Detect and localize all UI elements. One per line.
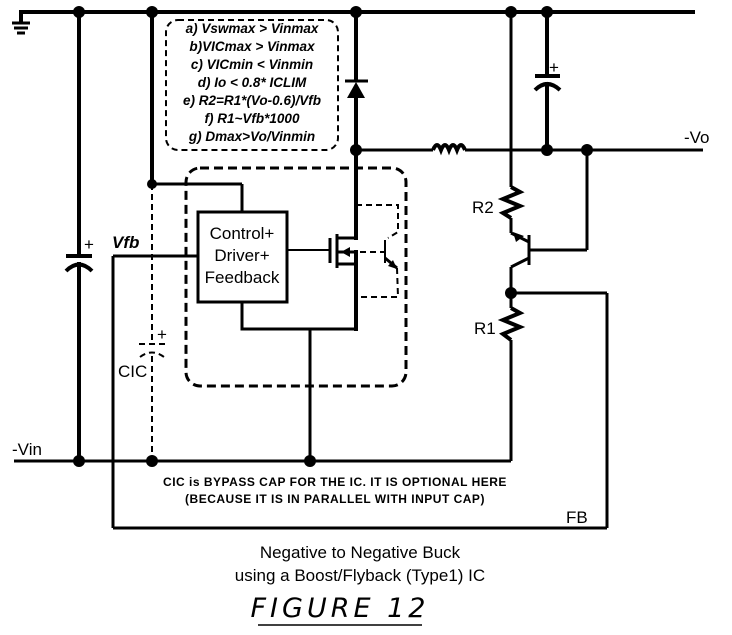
r1-resistor xyxy=(497,306,526,342)
inductor-icon xyxy=(431,143,467,156)
ic-package-outline xyxy=(184,166,408,388)
out-cap-plus-label: + xyxy=(549,58,559,77)
r1-label: R1 xyxy=(474,319,496,338)
junction-dot xyxy=(304,455,316,467)
junction-dot xyxy=(146,6,158,18)
condition-e: e) R2=R1*(Vo-0.6)/Vfb xyxy=(183,93,321,108)
condition-d: d) Io < 0.8* ICLIM xyxy=(198,75,307,90)
caption-line1: Negative to Negative Buck xyxy=(260,543,461,562)
cic-plus-label: + xyxy=(157,325,167,344)
junction-dot xyxy=(541,144,553,156)
control-driver-feedback-block xyxy=(196,210,289,304)
junction-dot xyxy=(350,6,362,18)
ic-block-line3: Feedback xyxy=(205,268,280,287)
junction-dot xyxy=(146,455,158,467)
junction-dot xyxy=(541,6,553,18)
junction-dot xyxy=(73,6,85,18)
ic-block-line1: Control+ xyxy=(210,224,275,243)
caption-line2: using a Boost/Flyback (Type1) IC xyxy=(235,566,485,585)
conditions-list: a) Vswmax > Vinmax b)VICmax > Vinmax c) … xyxy=(183,21,321,144)
vo-label: -Vo xyxy=(684,128,710,147)
junction-dot xyxy=(581,144,593,156)
junction-dots xyxy=(73,6,593,467)
condition-g: g) Dmax>Vo/Vinmin xyxy=(188,129,315,144)
junction-dot xyxy=(505,6,517,18)
r2-label: R2 xyxy=(472,198,494,217)
note-line1: CIC is BYPASS CAP FOR THE IC. IT IS OPTI… xyxy=(163,475,507,489)
condition-b: b)VICmax > Vinmax xyxy=(189,39,315,54)
vfb-label: Vfb xyxy=(112,233,139,252)
ic-block-line2: Driver+ xyxy=(214,246,269,265)
junction-dot xyxy=(350,144,362,156)
condition-a: a) Vswmax > Vinmax xyxy=(186,21,319,36)
fb-label: FB xyxy=(566,508,588,527)
cic-label: CIC xyxy=(118,362,147,381)
mosfet-icon xyxy=(328,234,356,268)
cap-plus-label: + xyxy=(84,235,94,254)
junction-dot xyxy=(73,455,85,467)
condition-c: c) VICmin < Vinmin xyxy=(191,57,313,72)
note-line2: (BECAUSE IT IS IN PARALLEL WITH INPUT CA… xyxy=(185,492,485,506)
cic-capacitor: + xyxy=(139,325,167,358)
conditions-box xyxy=(165,19,339,151)
pnp-transistor-icon xyxy=(510,231,587,269)
parasitic-bjt-icon xyxy=(356,204,400,298)
diode-icon xyxy=(345,79,368,98)
ground-icon xyxy=(12,10,30,35)
condition-f: f) R1~Vfb*1000 xyxy=(205,111,300,126)
block-ground-wire xyxy=(240,302,356,331)
vin-label: -Vin xyxy=(12,440,42,459)
r2-resistor xyxy=(497,185,526,220)
figure-label: FIGURE 12 xyxy=(251,593,430,624)
junction-dot xyxy=(505,287,517,299)
junction-dot xyxy=(147,179,157,189)
